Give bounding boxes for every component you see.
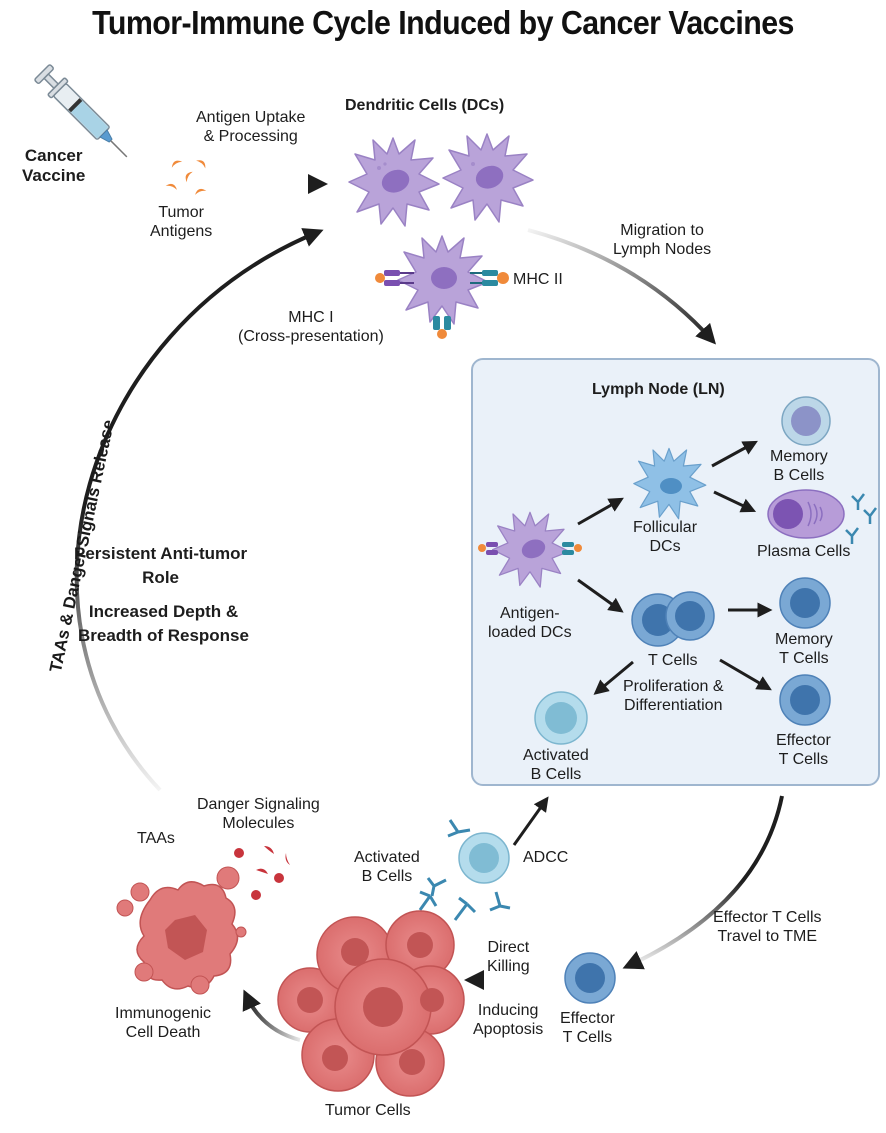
dendritic-cells-title: Dendritic Cells (DCs): [345, 97, 505, 114]
memory-t-cell: [779, 577, 831, 629]
t-cells-pair: [631, 591, 715, 647]
dying-tumor-cell: [116, 866, 247, 995]
ln-arrows: [577, 440, 773, 695]
tumor-antigen-icons: [165, 160, 207, 195]
effector-t-cell-tme: [564, 952, 616, 1004]
t-cells-label: T Cells: [648, 652, 698, 669]
activated-b-cell-ln: [534, 691, 588, 745]
antibody-icons-tme: [418, 819, 511, 921]
center-depth-label: Increased Depth &Breadth of Response: [78, 602, 249, 645]
antigen-loaded-dc-label: Antigen-loaded DCs: [488, 605, 572, 641]
dendritic-cell-2: [442, 133, 534, 223]
memory-b-cell: [781, 396, 831, 446]
mhc-receptor-bottom-icon: [433, 316, 451, 339]
syringe-icon: [34, 64, 128, 158]
antigen-loaded-dc: [478, 511, 582, 588]
page-title: Tumor-Immune Cycle Induced by Cancer Vac…: [92, 4, 794, 41]
follicular-dc: [633, 447, 707, 520]
mhc-i-icon: [375, 270, 414, 286]
antibody-icon: [845, 493, 877, 544]
tumor-nuclei: [297, 932, 444, 1075]
effector-t-cell-ln: [779, 674, 831, 726]
tumor-cells-label: Tumor Cells: [325, 1102, 411, 1119]
travel-arrow: [622, 795, 784, 970]
dendritic-cell-presenting: [375, 235, 509, 339]
lymph-node-title: Lymph Node (LN): [592, 381, 725, 398]
proliferation-label: Proliferation &Differentiation: [623, 678, 724, 714]
plasma-cell: [767, 489, 877, 544]
adcc-label: ADCC: [523, 849, 569, 866]
adcc-arrow: [512, 796, 549, 846]
danger-signal-icons: [234, 846, 290, 900]
activated-b-cell-tme: [458, 832, 510, 884]
mhc-ii-label: MHC II: [513, 271, 563, 288]
mhc-ii-icon: [470, 270, 509, 286]
uptake-label: Antigen Uptake& Processing: [196, 109, 306, 145]
cycle-return-arrow: [74, 228, 324, 792]
plasma-cells-label: Plasma Cells: [757, 543, 851, 560]
dendritic-cell-1: [348, 137, 440, 227]
icd-arrow: [242, 989, 301, 1042]
migration-arrow: [527, 228, 717, 345]
taas-label: TAAs: [137, 830, 175, 847]
mhc-i-label: MHC I(Cross-presentation): [238, 309, 384, 345]
